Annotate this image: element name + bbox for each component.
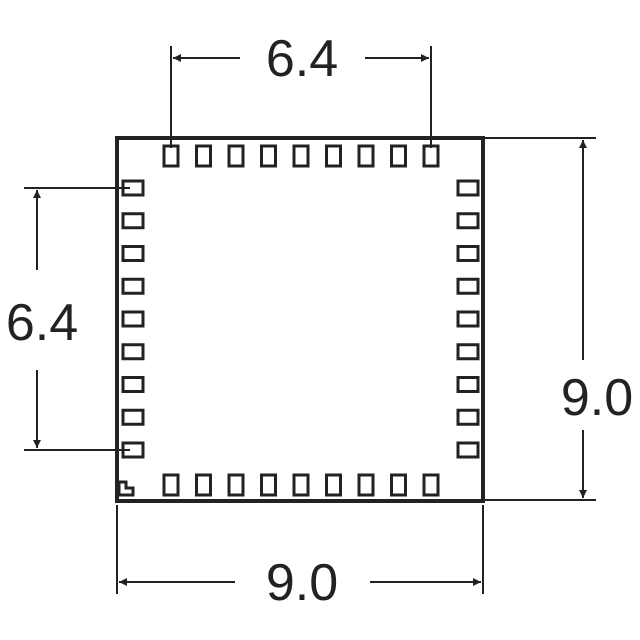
- pad-bottom: [227, 473, 245, 497]
- pad-right: [456, 310, 480, 328]
- pad-right: [456, 441, 480, 459]
- pad-top: [227, 144, 245, 168]
- dimension-label-right: 9.0: [561, 369, 633, 427]
- pad-right: [456, 212, 480, 230]
- dimension-label-bottom: 9.0: [266, 554, 338, 612]
- pads-left: [121, 179, 145, 459]
- pad-bottom: [325, 473, 342, 497]
- dimension-label-top: 6.4: [266, 30, 338, 88]
- pads-top: [162, 144, 440, 168]
- pad-left: [121, 277, 145, 295]
- pad-right: [456, 408, 480, 426]
- dimension-body-height: 9.0: [483, 137, 633, 501]
- pad-bottom: [422, 473, 440, 497]
- pad-bottom: [357, 473, 375, 497]
- pads-bottom: [162, 473, 440, 497]
- pad-top: [260, 144, 277, 168]
- pad-right: [456, 245, 480, 262]
- pads-right: [456, 179, 480, 459]
- pad-left: [121, 376, 145, 393]
- pad-top: [422, 144, 440, 168]
- pad-top: [390, 144, 407, 168]
- package-body: [115, 136, 485, 503]
- pad-bottom: [292, 473, 310, 497]
- pad-right: [456, 343, 480, 361]
- pad-left: [121, 245, 145, 262]
- pad-left: [121, 408, 145, 426]
- dimension-body-width: 9.0: [116, 505, 484, 612]
- pad-top: [162, 144, 180, 168]
- dimension-left-pitch: 6.4: [6, 187, 130, 451]
- pin1-corner-mark: [117, 480, 135, 497]
- pad-right: [456, 179, 480, 197]
- pad-right: [456, 376, 480, 393]
- pad-top: [195, 144, 212, 168]
- pad-bottom: [162, 473, 180, 497]
- pad-right: [456, 277, 480, 295]
- pad-bottom: [390, 473, 407, 497]
- pad-top: [325, 144, 342, 168]
- pad-top: [292, 144, 310, 168]
- pad-bottom: [260, 473, 277, 497]
- dimension-top-pitch: 6.4: [170, 30, 432, 148]
- pad-bottom: [195, 473, 212, 497]
- pad-top: [357, 144, 375, 168]
- pad-left: [121, 310, 145, 328]
- pad-left: [121, 343, 145, 361]
- dimension-label-left: 6.4: [6, 294, 78, 352]
- pad-left: [121, 212, 145, 230]
